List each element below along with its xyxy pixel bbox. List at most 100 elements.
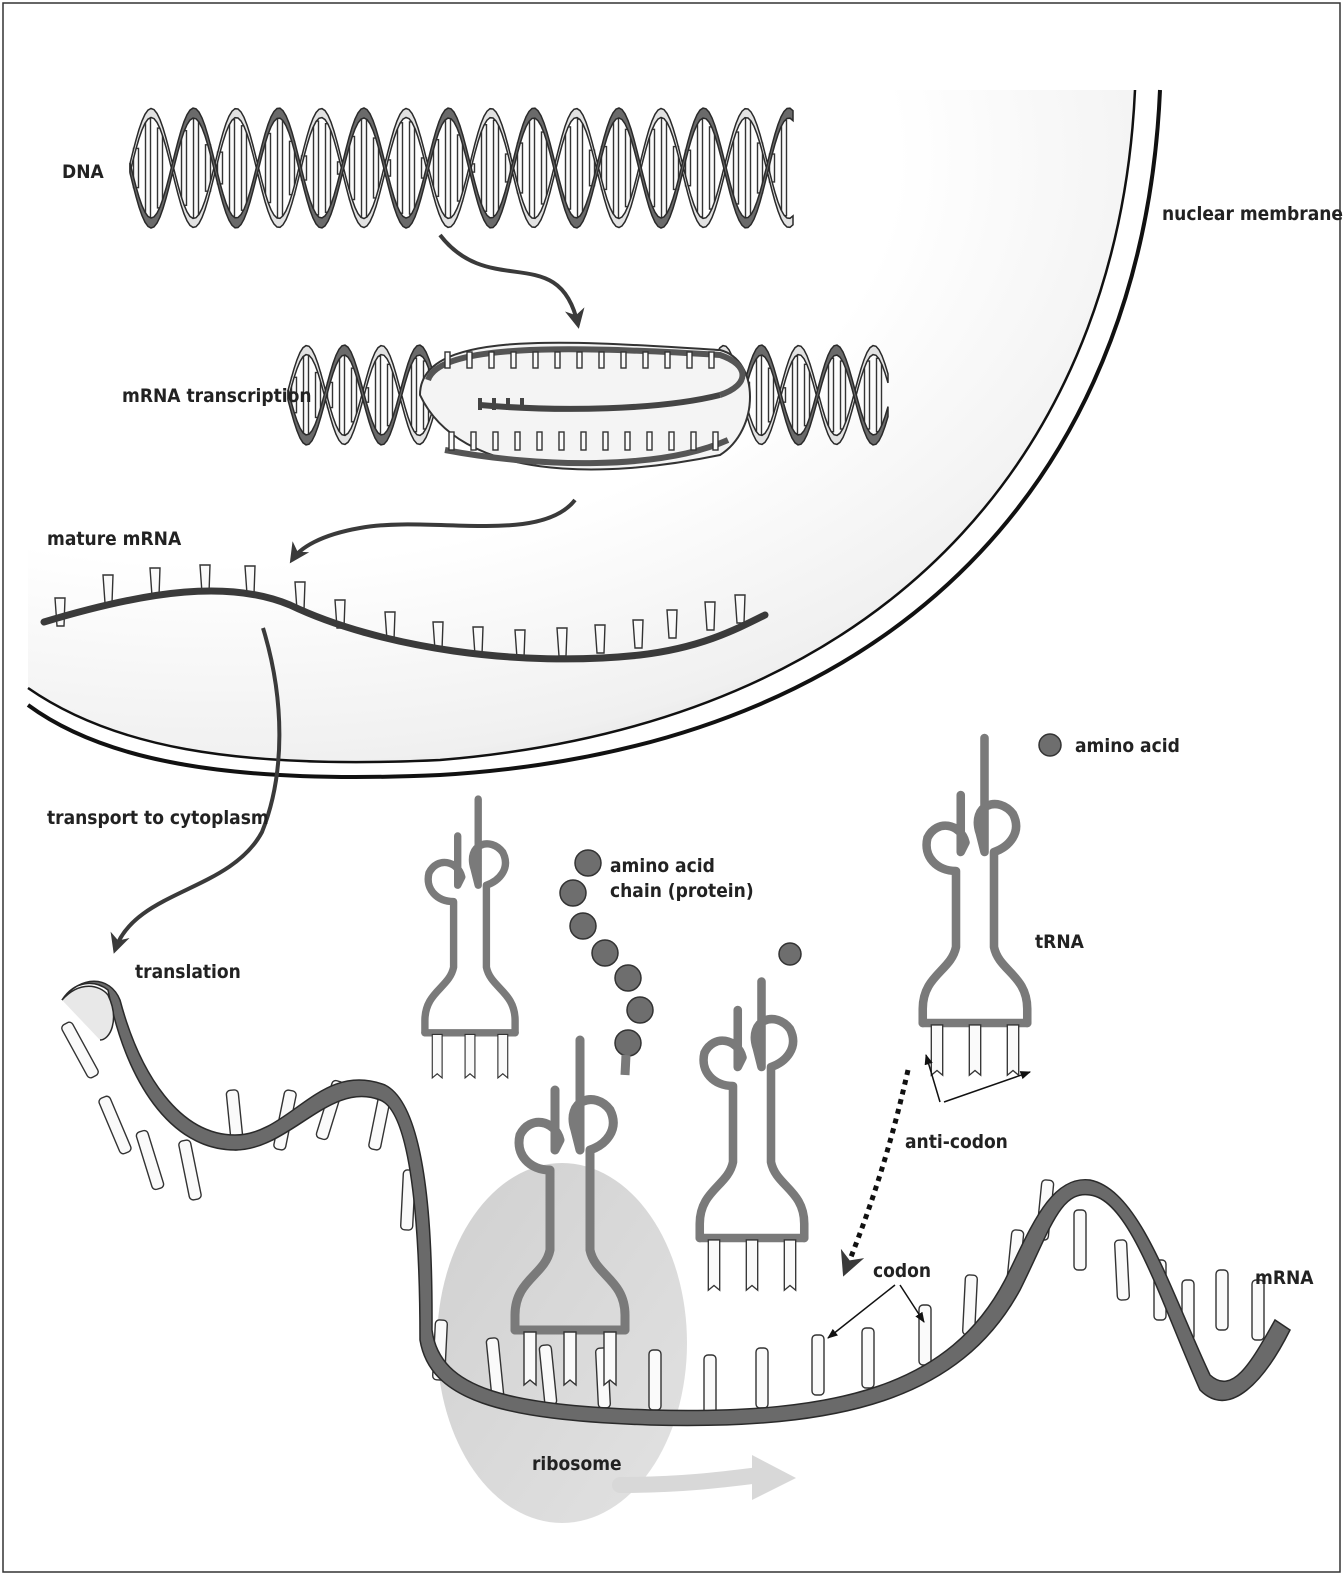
base-pair: [757, 355, 762, 435]
mature-mrna-base: [103, 575, 113, 603]
chain-bead: [560, 880, 586, 906]
transcription-base: [537, 432, 542, 450]
base-pair: [865, 361, 870, 429]
mrna-base-shape: [178, 1139, 202, 1200]
mrna-base-shape: [1074, 1210, 1086, 1270]
transcription-base: [489, 352, 494, 368]
trna-approaching: [700, 982, 805, 1291]
anticodon-pointer-right: [944, 1072, 1030, 1102]
base-pair: [326, 124, 331, 213]
trna-right-arm: [472, 799, 515, 1033]
base-pair: [746, 117, 751, 218]
trna-right-arm: [755, 982, 804, 1239]
transcription-base: [691, 432, 696, 450]
base-pair: [340, 355, 345, 435]
label-translation: translation: [135, 961, 241, 983]
chain-bead: [575, 850, 601, 876]
mrna-base-shape: [756, 1348, 768, 1408]
chain-bead: [570, 913, 596, 939]
transcription-base: [621, 352, 626, 368]
label-mrna-transcription: mRNA transcription: [122, 385, 312, 407]
mrna-base-shape: [704, 1355, 716, 1415]
label-chain-line2: chain (protein): [610, 880, 754, 902]
transcription-base: [669, 432, 674, 450]
transcription-base: [467, 352, 472, 368]
transcription-base: [559, 432, 564, 450]
label-dna: DNA: [62, 161, 105, 183]
label-nuclear-membrane: nuclear membrane: [1162, 203, 1343, 225]
chain-bead: [615, 1030, 641, 1056]
base-pair: [230, 120, 235, 217]
label-anti-codon: anti-codon: [905, 1131, 1008, 1153]
mrna-base-shape: [1115, 1240, 1130, 1301]
mrna-base: [1074, 1210, 1086, 1270]
trna-left-arm: [700, 1010, 743, 1238]
mrna-base-shape: [98, 1095, 132, 1155]
transcription-base: [449, 432, 454, 450]
new-rna-base: [492, 398, 496, 410]
mrna-base: [1252, 1280, 1264, 1340]
transcription-base: [511, 352, 516, 368]
transcription-base: [603, 432, 608, 450]
base-pair: [829, 358, 834, 431]
new-rna-base: [520, 398, 524, 410]
mrna-base: [1115, 1240, 1130, 1301]
mrna-base: [98, 1095, 132, 1155]
transcription-base: [555, 352, 560, 368]
base-pair: [614, 118, 619, 218]
trna-labeled: [923, 738, 1028, 1075]
mrna-base-shape: [1216, 1270, 1228, 1330]
amino-acid-bead-middle-trna: [779, 943, 801, 965]
mrna-base-shape: [919, 1305, 931, 1365]
base-pair: [398, 123, 403, 213]
transcription-base: [709, 352, 714, 368]
chain-bead: [592, 940, 618, 966]
base-pair: [278, 117, 283, 219]
chain-bead: [627, 997, 653, 1023]
mature-mrna-base: [735, 595, 745, 623]
label-transport-to-cytoplasm: transport to cytoplasm: [47, 807, 269, 829]
chain-bead: [615, 965, 641, 991]
label-mrna: mRNA: [1255, 1267, 1314, 1289]
base-pair: [626, 129, 631, 206]
base-pair: [362, 117, 367, 219]
base-pair: [482, 125, 487, 212]
arrow-trna-to-codon: [845, 1070, 908, 1272]
anticodon-base: [746, 1240, 757, 1290]
base-pair: [710, 127, 715, 209]
mrna-base-shape: [135, 1130, 164, 1191]
trna-floating-left: [425, 799, 515, 1078]
base-pair: [412, 358, 417, 431]
anticodon-base: [969, 1025, 980, 1075]
new-rna-base: [478, 398, 482, 410]
trna-right-arm: [978, 738, 1027, 1023]
transcription-base: [445, 352, 450, 368]
mrna-base-shape: [1252, 1280, 1264, 1340]
base-pair: [793, 356, 798, 434]
codon-pointer-right: [900, 1285, 924, 1322]
base-pair: [805, 364, 810, 425]
base-pair: [194, 118, 199, 218]
base-pair: [782, 120, 787, 215]
codon-pointer-left: [828, 1285, 895, 1338]
mrna-base: [704, 1355, 716, 1415]
amino-acid-bead-free: [1039, 734, 1061, 756]
mature-mrna-base: [705, 602, 715, 630]
transcription-base: [581, 432, 586, 450]
base-pair: [542, 132, 547, 204]
mrna-base: [862, 1328, 874, 1388]
transcription-base: [625, 432, 630, 450]
transcription-base: [647, 432, 652, 450]
base-pair: [530, 117, 535, 218]
mrna-base-shape: [649, 1350, 661, 1410]
base-pair: [266, 133, 271, 202]
mrna-base: [812, 1335, 824, 1395]
mature-mrna-base: [515, 630, 525, 658]
transcription-base: [533, 352, 538, 368]
label-codon: codon: [873, 1260, 931, 1282]
mature-mrna-base: [633, 620, 643, 648]
base-pair: [388, 364, 393, 425]
anticodon-base: [784, 1240, 795, 1290]
base-pair: [446, 117, 451, 219]
mrna-base-shape: [862, 1328, 874, 1388]
